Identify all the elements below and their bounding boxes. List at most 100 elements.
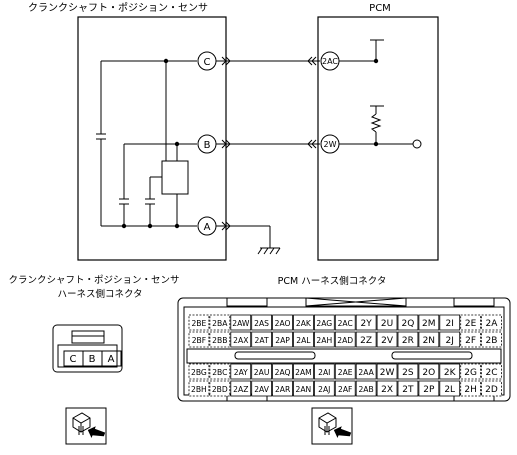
svg-text:2AP: 2AP bbox=[275, 336, 290, 345]
svg-text:A: A bbox=[204, 222, 211, 233]
pcm-connector-pin: 2BD bbox=[209, 380, 231, 397]
svg-text:2AY: 2AY bbox=[234, 368, 248, 377]
pcm-connector-pin: 2AW bbox=[230, 314, 252, 331]
pcm-connector-pin: 2BA bbox=[209, 314, 231, 331]
svg-text:2H: 2H bbox=[464, 385, 477, 395]
pcm-connector-pin: 2AK bbox=[293, 314, 314, 331]
svg-text:B: B bbox=[204, 140, 211, 151]
pcm-connector-pin: 2AE bbox=[334, 363, 356, 380]
pcm-connector-pin: 2E bbox=[460, 314, 482, 331]
pcm-connector-pin: 2BC bbox=[209, 363, 231, 380]
pcm-pin-2w: 2W bbox=[320, 134, 340, 154]
pcm-connector-pin: 2AO bbox=[272, 314, 293, 331]
svg-text:2A: 2A bbox=[486, 319, 499, 329]
sensor-pin-c: C bbox=[197, 51, 217, 71]
svg-text:2G: 2G bbox=[464, 368, 477, 378]
sensor-pin-a: A bbox=[197, 216, 217, 236]
svg-text:2AD: 2AD bbox=[337, 336, 353, 345]
svg-text:2AR: 2AR bbox=[275, 385, 291, 394]
pcm-connector-pin: 2S bbox=[397, 363, 419, 380]
svg-text:2P: 2P bbox=[423, 385, 435, 395]
svg-text:2AZ: 2AZ bbox=[233, 385, 248, 394]
svg-text:2AN: 2AN bbox=[296, 385, 312, 394]
svg-text:2AF: 2AF bbox=[338, 385, 352, 394]
pcm-connector-pin: 2AM bbox=[293, 363, 314, 380]
svg-text:2R: 2R bbox=[402, 336, 414, 346]
pcm-connector-pin: 2AX bbox=[230, 331, 252, 348]
pcm-box bbox=[317, 16, 439, 261]
sensor-connector-pin-c: C bbox=[70, 354, 77, 365]
svg-text:2AL: 2AL bbox=[296, 336, 311, 345]
svg-text:2BG: 2BG bbox=[191, 368, 207, 377]
svg-text:2D: 2D bbox=[485, 385, 498, 395]
pcm-connector-pin: 2AH bbox=[313, 331, 335, 348]
svg-text:2AJ: 2AJ bbox=[318, 385, 330, 394]
svg-text:2K: 2K bbox=[444, 368, 457, 378]
pcm-connector-pin: 2BH bbox=[188, 380, 210, 397]
pcm-connector-pin: 2J bbox=[439, 331, 461, 348]
pcm-connector-pin: 2AP bbox=[272, 331, 293, 348]
pcm-connector-pin: 2D bbox=[481, 380, 502, 397]
ground-icon bbox=[257, 247, 281, 255]
pcm-input-terminal bbox=[412, 139, 422, 149]
svg-text:2AQ: 2AQ bbox=[275, 368, 291, 377]
sensor-box bbox=[77, 16, 227, 261]
pcm-connector-pin: 2W bbox=[376, 363, 398, 380]
svg-text:2B: 2B bbox=[486, 336, 498, 346]
svg-text:2AA: 2AA bbox=[358, 368, 374, 377]
svg-text:2AM: 2AM bbox=[295, 368, 312, 377]
pcm-connector-pin: 2BG bbox=[188, 363, 210, 380]
pcm-connector-pin: 2AJ bbox=[313, 380, 335, 397]
sensor-connector-pin-b: B bbox=[89, 354, 96, 365]
svg-text:2AV: 2AV bbox=[254, 385, 270, 394]
pcm-connector-pin: 2M bbox=[418, 314, 440, 331]
svg-text:C: C bbox=[204, 57, 211, 68]
svg-text:2BC: 2BC bbox=[212, 368, 227, 377]
pcm-connector-pin: 2AD bbox=[334, 331, 356, 348]
pcm-connector-pin: 2AI bbox=[313, 363, 335, 380]
sensor-junction-dots bbox=[121, 58, 180, 229]
pcm-connector-pin: 2G bbox=[460, 363, 482, 380]
svg-text:2AC: 2AC bbox=[338, 319, 353, 328]
pcm-connector-pin: 2AR bbox=[272, 380, 293, 397]
pcm-connector-pin: 2AL bbox=[293, 331, 314, 348]
sensor-pin-b: B bbox=[197, 134, 217, 154]
sensor-connector-face bbox=[52, 324, 123, 373]
svg-text:2T: 2T bbox=[402, 385, 414, 395]
pcm-connector-pin: 2V bbox=[376, 331, 398, 348]
sensor-internal-circuit bbox=[96, 60, 197, 227]
pcm-connector-pin: 2AF bbox=[334, 380, 356, 397]
pcm-connector-pin: 2AV bbox=[251, 380, 272, 397]
pcm-connector-pin: 2A bbox=[481, 314, 502, 331]
pcm-connector-pin: 2AN bbox=[293, 380, 314, 397]
pcm-connector-title: PCM ハーネス側コネクタ bbox=[278, 275, 387, 287]
svg-text:2Q: 2Q bbox=[401, 319, 414, 329]
pcm-connector-pin: 2AG bbox=[313, 314, 335, 331]
svg-text:2AK: 2AK bbox=[296, 319, 312, 328]
svg-text:2O: 2O bbox=[422, 368, 435, 378]
svg-text:2BE: 2BE bbox=[191, 319, 206, 328]
svg-text:2I: 2I bbox=[446, 319, 454, 329]
svg-text:2J: 2J bbox=[446, 336, 454, 346]
pcm-connector-pin: 2K bbox=[439, 363, 461, 380]
harness-wires bbox=[216, 56, 320, 248]
svg-text:2V: 2V bbox=[381, 336, 394, 346]
svg-text:2N: 2N bbox=[423, 336, 435, 346]
pcm-connector-pin: 2U bbox=[376, 314, 398, 331]
connector-probe-icon bbox=[311, 407, 353, 445]
pcm-connector-pin: 2Q bbox=[397, 314, 419, 331]
pcm-connector-pin: 2B bbox=[481, 331, 502, 348]
pcm-connector-pin: 2AQ bbox=[272, 363, 293, 380]
svg-text:2M: 2M bbox=[422, 319, 436, 329]
sensor-connector-title-line1: クランクシャフト・ポジション・センサ bbox=[8, 275, 179, 286]
pcm-connector-pin: 2AS bbox=[251, 314, 272, 331]
svg-text:2S: 2S bbox=[402, 368, 414, 378]
pcm-title: PCM bbox=[369, 3, 391, 14]
svg-text:2AO: 2AO bbox=[275, 319, 291, 328]
pcm-connector-pin: 2F bbox=[460, 331, 482, 348]
sensor-title: クランクシャフト・ポジション・センサ bbox=[28, 2, 208, 14]
pcm-connector-pin: 2C bbox=[481, 363, 502, 380]
svg-text:2C: 2C bbox=[485, 368, 497, 378]
svg-text:2W: 2W bbox=[324, 140, 337, 149]
